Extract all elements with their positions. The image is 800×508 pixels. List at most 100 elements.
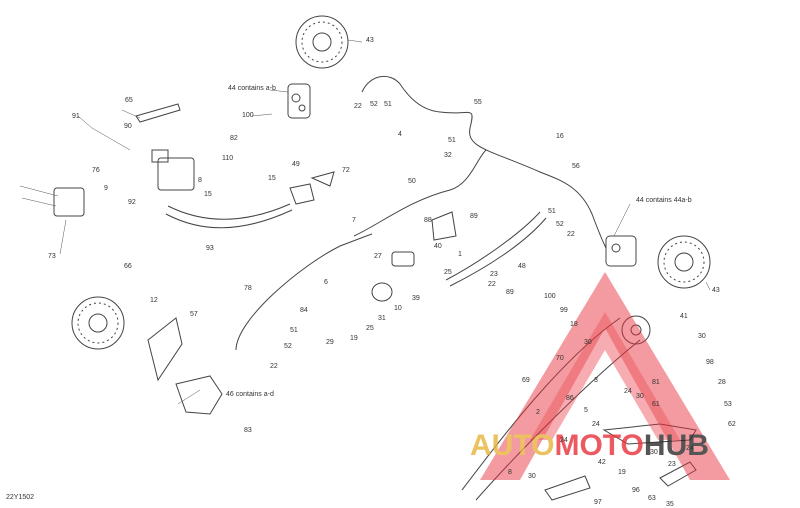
callout-label: 30 [698, 333, 706, 340]
callout-label: 23 [490, 271, 498, 278]
callout-label: 90 [124, 123, 132, 130]
callout-label: 92 [128, 199, 136, 206]
callout-label: 32 [444, 152, 452, 159]
callout-label: 22 [270, 363, 278, 370]
callout-label: 56 [572, 163, 580, 170]
callout-label: 84 [300, 307, 308, 314]
callout-label: 49 [292, 161, 300, 168]
callout-label: 4 [398, 131, 402, 138]
callout-label: 99 [560, 307, 568, 314]
callout-label: 81 [652, 379, 660, 386]
callout-label: 30 [650, 449, 658, 456]
callout-label: 19 [618, 469, 626, 476]
brake-disc-right [657, 235, 711, 289]
callout-label: 7 [352, 217, 356, 224]
callout-label: 6 [324, 279, 328, 286]
callout-label: 53 [724, 401, 732, 408]
callout-label: 69 [522, 377, 530, 384]
callout-label: 23 [668, 461, 676, 468]
watermark: AUTOMOTOHUB [470, 272, 730, 480]
pedal-assembly [544, 315, 697, 501]
callout-label: 44 contains a-b [228, 85, 276, 92]
callout-label: 8 [508, 469, 512, 476]
callout-label: 22 [354, 103, 362, 110]
callout-label: 51 [290, 327, 298, 334]
brake-lines [165, 76, 641, 501]
brake-disc-top [295, 15, 349, 69]
callout-label: 15 [268, 175, 276, 182]
callout-label: 51 [548, 208, 556, 215]
callout-label: 52 [370, 101, 378, 108]
callout-label: 27 [374, 253, 382, 260]
svg-text:AUTOMOTOHUB: AUTOMOTOHUB [470, 429, 709, 462]
callout-label: 2 [536, 409, 540, 416]
watermark-auto: AUTO [470, 429, 554, 462]
callout-label: 24 [560, 437, 568, 444]
leader-lines [59, 39, 711, 405]
callout-label: 93 [206, 245, 214, 252]
callout-label: 35 [666, 501, 674, 508]
callout-label: 52 [284, 343, 292, 350]
callout-label: 44 contains 44a-b [636, 197, 692, 204]
callout-label: 73 [48, 253, 56, 260]
callout-label: 100 [544, 293, 556, 300]
callout-label: 22 [567, 231, 575, 238]
callout-label: 29 [326, 339, 334, 346]
callout-label: 30 [636, 393, 644, 400]
brake-disc-left [71, 296, 125, 350]
callout-label: 86 [566, 395, 574, 402]
callout-label: 10 [394, 305, 402, 312]
callout-label: 31 [378, 315, 386, 322]
callout-label: 18 [570, 321, 578, 328]
callout-label: 62 [728, 421, 736, 428]
callout-label: 50 [408, 178, 416, 185]
callout-labels: 43 44 contains a-b 22 52 51 55 65 91 90 … [48, 37, 736, 508]
callout-label: 48 [518, 263, 526, 270]
callout-label: 39 [412, 295, 420, 302]
callout-label: 57 [190, 311, 198, 318]
watermark-triangle-icon [480, 272, 730, 480]
bracket-small [135, 103, 457, 241]
callout-label: 25 [444, 269, 452, 276]
callout-label: 51 [448, 137, 456, 144]
callout-label: 30 [584, 339, 592, 346]
callout-label: 89 [470, 213, 478, 220]
callout-label: 9 [104, 185, 108, 192]
callout-label: 65 [125, 97, 133, 104]
callout-label: 61 [652, 401, 660, 408]
caliper-right [605, 235, 637, 267]
watermark-moto: MOTO [554, 429, 643, 462]
master-cylinder [151, 149, 195, 191]
callout-label: 40 [434, 243, 442, 250]
callout-label: 100 [242, 112, 254, 119]
callout-label: 63 [648, 495, 656, 502]
callout-label: 12 [150, 297, 158, 304]
callout-label: 43 [366, 37, 374, 44]
callout-label: 25 [366, 325, 374, 332]
callout-label: 98 [706, 359, 714, 366]
callout-label: 82 [230, 135, 238, 142]
callout-label: 43 [712, 287, 720, 294]
callout-label: 41 [680, 313, 688, 320]
callout-label: 72 [342, 167, 350, 174]
callout-label: 78 [244, 285, 252, 292]
callout-label: 88 [424, 217, 432, 224]
callout-label: 42 [598, 459, 606, 466]
callout-label: 22 [488, 281, 496, 288]
callout-label: 66 [124, 263, 132, 270]
callout-label: 24 [686, 445, 694, 452]
abs-module [19, 185, 85, 217]
callout-label: 91 [72, 113, 80, 120]
callout-label: 55 [474, 99, 482, 106]
callout-label: 28 [718, 379, 726, 386]
diagram-code: 22Y1502 [6, 494, 35, 501]
watermark-hub: HUB [644, 429, 709, 462]
caliper-top [287, 83, 311, 119]
callout-label: 5 [584, 407, 588, 414]
callout-label: 16 [556, 133, 564, 140]
callout-label: 70 [556, 355, 564, 362]
callout-label: 51 [384, 101, 392, 108]
callout-label: 15 [204, 191, 212, 198]
callout-label: 24 [624, 388, 632, 395]
